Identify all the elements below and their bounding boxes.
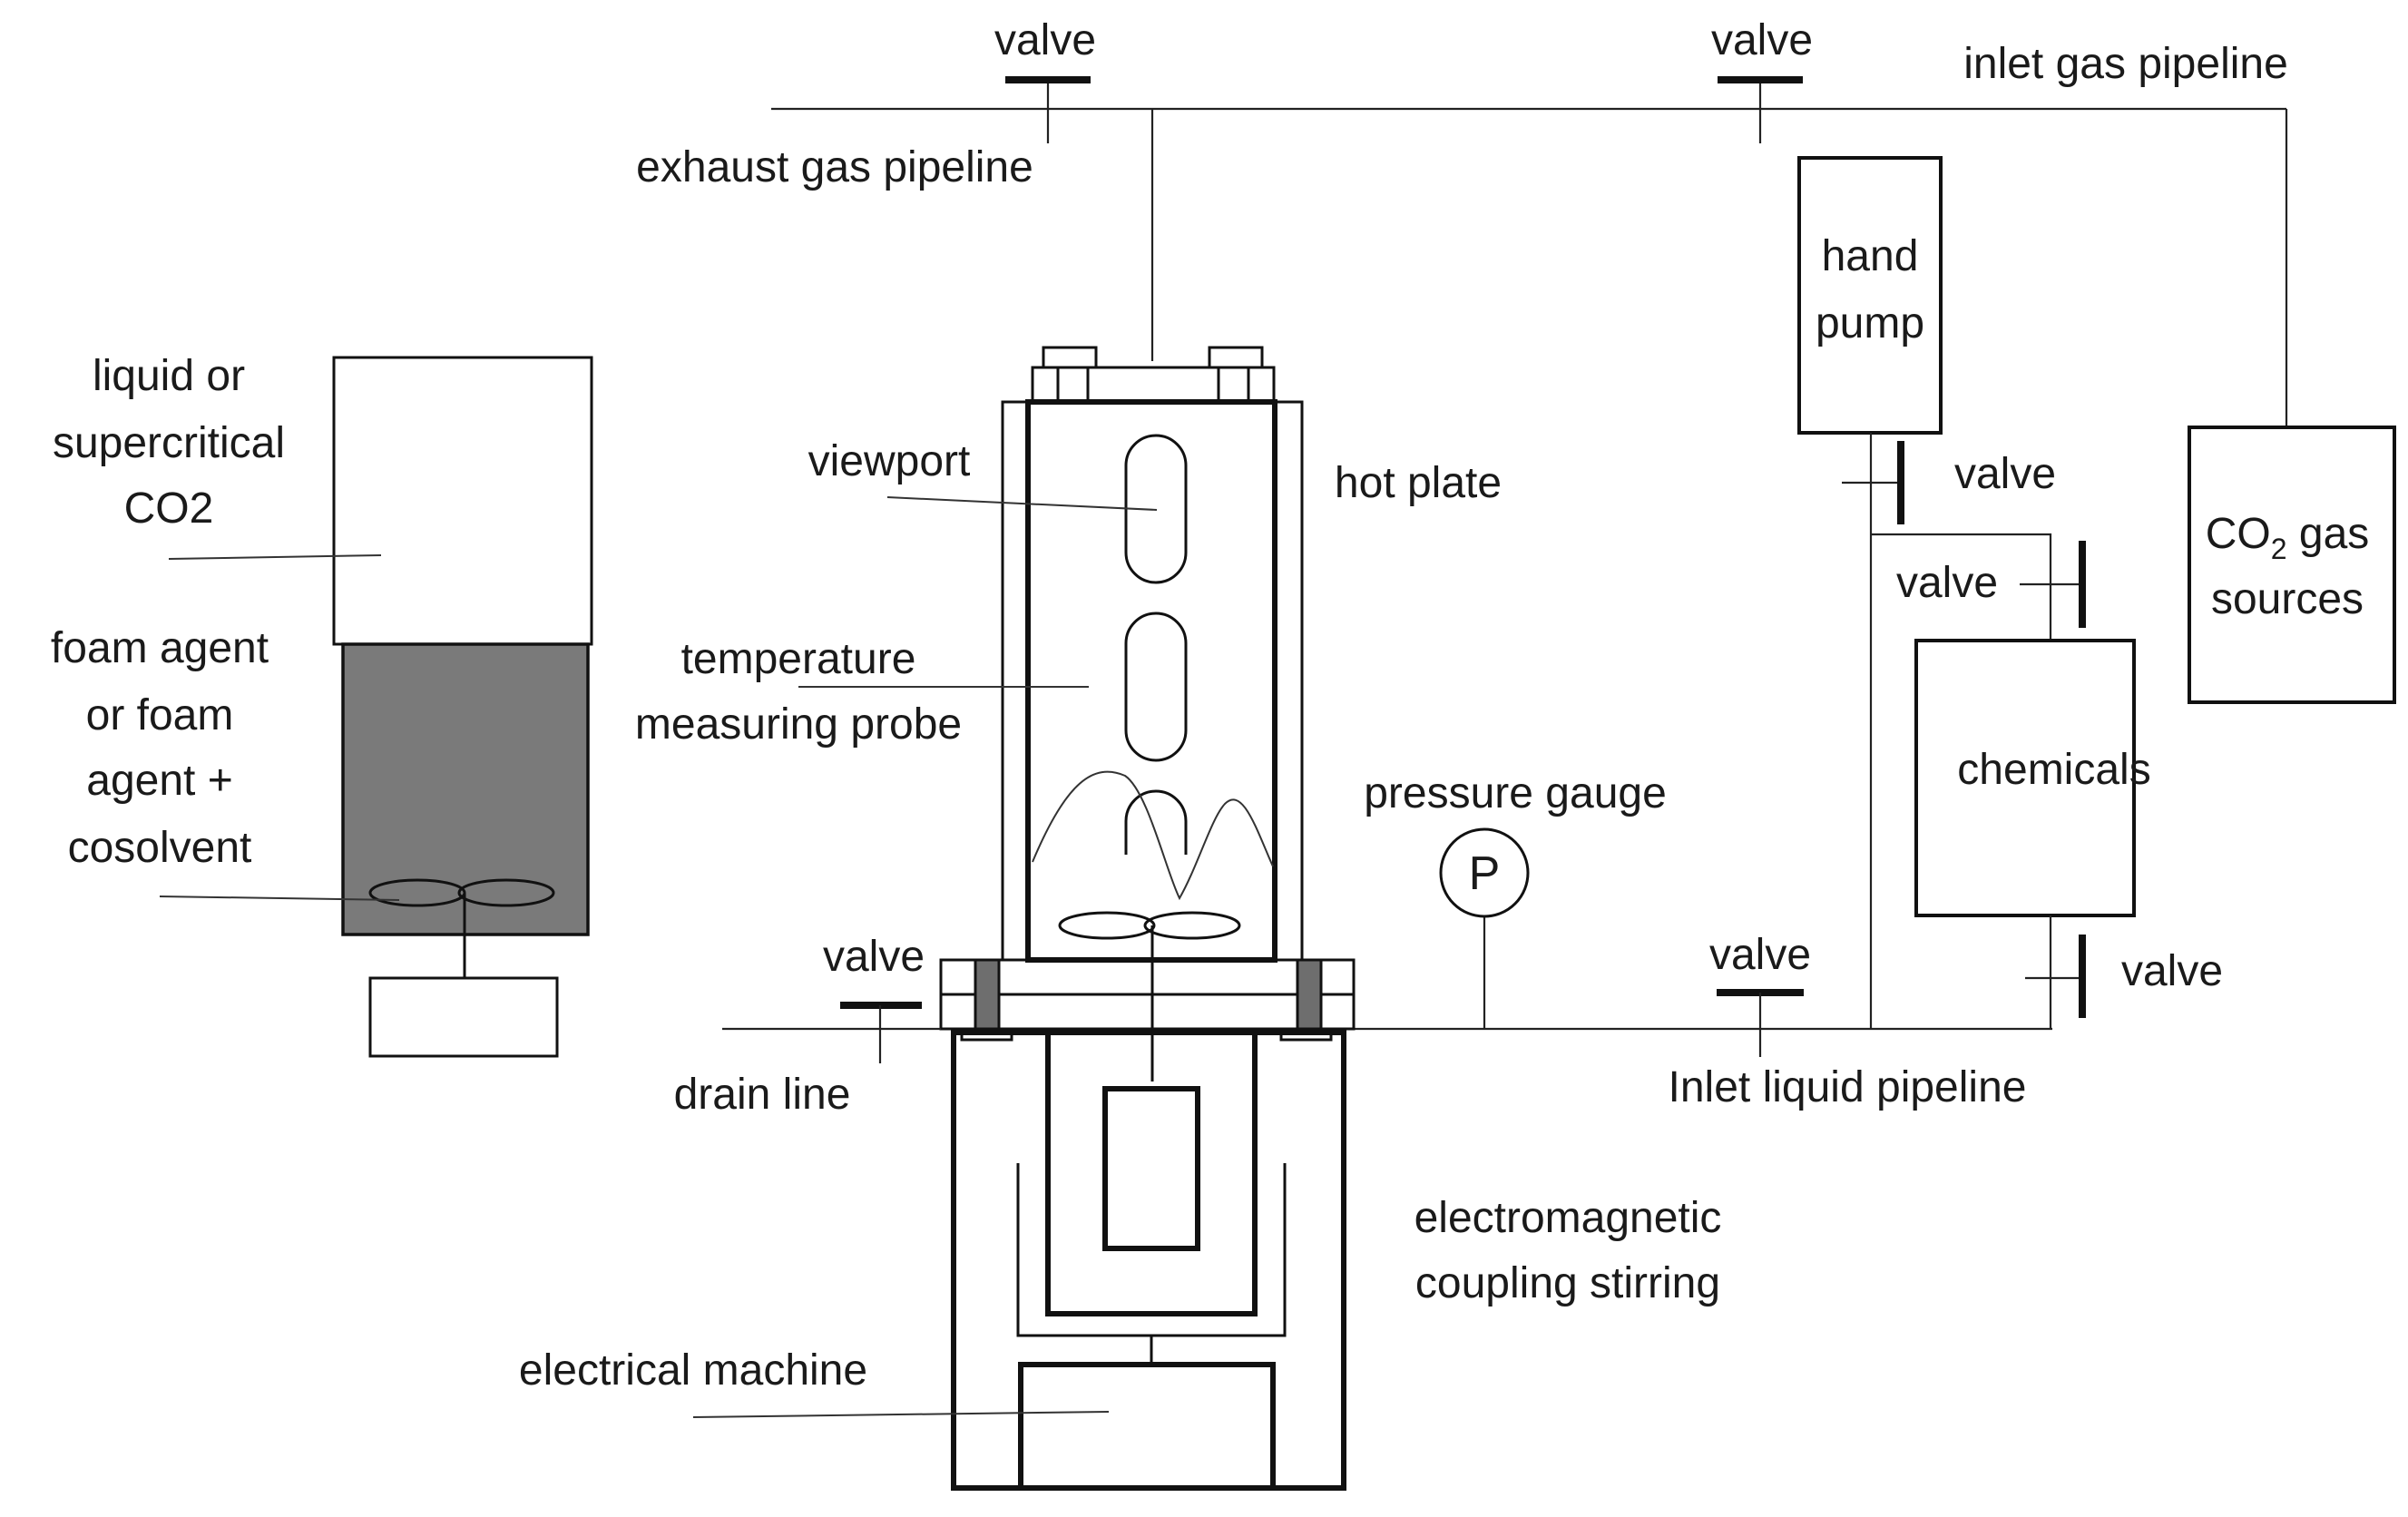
liquid-surface [1032, 770, 1274, 901]
pressure-gauge [1439, 827, 1530, 918]
em-coupling-outer [1045, 1030, 1258, 1316]
temp-probe-label-1: temperature [681, 635, 916, 683]
chemicals [1914, 639, 2136, 917]
valve-inlet-liquid-label: valve [1709, 931, 1811, 979]
viewport-label: viewport [808, 437, 971, 485]
reactor-vessel [1025, 399, 1277, 963]
drain-line-label: drain line [674, 1071, 851, 1119]
valve-pump-label: valve [1954, 450, 2056, 498]
valve-chemicals-bottom-label: valve [2121, 947, 2223, 995]
pressure-gauge-label: pressure gauge [1364, 769, 1667, 817]
viewport-window-2 [1124, 612, 1188, 762]
electrical-machine-label: electrical machine [519, 1346, 867, 1395]
pressure-gauge-symbol: P [1469, 847, 1501, 900]
foam-agent-label-1: foam agent [51, 624, 269, 672]
valve-exhaust-label: valve [994, 16, 1096, 64]
hand-pump [1797, 156, 1943, 435]
inlet-gas-pipeline-label: inlet gas pipeline [1963, 40, 2288, 88]
liquid-co2-label-2: supercritical [53, 419, 285, 467]
left-motor [368, 976, 559, 1058]
valve-chemicals-top-label: valve [1896, 559, 1998, 607]
foam-agent-label-4: cosolvent [68, 824, 252, 872]
electrical-machine [1018, 1362, 1276, 1491]
reactor-flange [939, 958, 1356, 1042]
gas-pipeline [771, 80, 2288, 426]
hand-pump-label-1: hand [1822, 232, 1919, 280]
em-coupling-label-2: coupling stirring [1415, 1259, 1720, 1307]
co2-gas-suffix: gas [2287, 510, 2370, 558]
valve-inlet-gas-label: valve [1711, 16, 1813, 64]
hot-plate-label: hot plate [1335, 459, 1502, 507]
reactor-stirrer-blade-right [1143, 911, 1241, 940]
reactor-stirrer-blade-left [1058, 911, 1156, 940]
chemicals-label: chemicals [1957, 746, 2150, 794]
co2-sources-label-2: sources [2211, 575, 2364, 623]
temp-probe-label-2: measuring probe [635, 700, 962, 749]
em-coupling-label-1: electromagnetic [1414, 1194, 1722, 1242]
inlet-liquid-pipeline-label: Inlet liquid pipeline [1669, 1063, 2027, 1111]
liquid-co2-label-1: liquid or [93, 352, 245, 400]
co2-gas-sources [2188, 426, 2396, 704]
foam-agent-label-3: agent + [86, 757, 232, 805]
flange-bolt-right [1296, 958, 1323, 1031]
valve-drain-label: valve [823, 933, 925, 981]
liquid-co2-label-3: CO2 [124, 484, 214, 533]
exhaust-gas-pipeline-label: exhaust gas pipeline [636, 143, 1033, 191]
left-stirrer-blade-right [457, 878, 555, 907]
flange-bolt-left [974, 958, 1001, 1031]
viewport-window-3 [1124, 789, 1188, 855]
hand-pump-label-2: pump [1816, 299, 1924, 347]
co2-gas-sources-label: CO2 gas [2206, 510, 2370, 565]
hot-plate [1001, 400, 1304, 962]
co2-vessel [332, 356, 593, 646]
foam-agent-label-2: or foam [86, 691, 234, 739]
co2-subscript: 2 [2271, 533, 2287, 565]
em-coupling-magnet [1102, 1086, 1200, 1251]
co2-prefix: CO [2206, 510, 2271, 558]
